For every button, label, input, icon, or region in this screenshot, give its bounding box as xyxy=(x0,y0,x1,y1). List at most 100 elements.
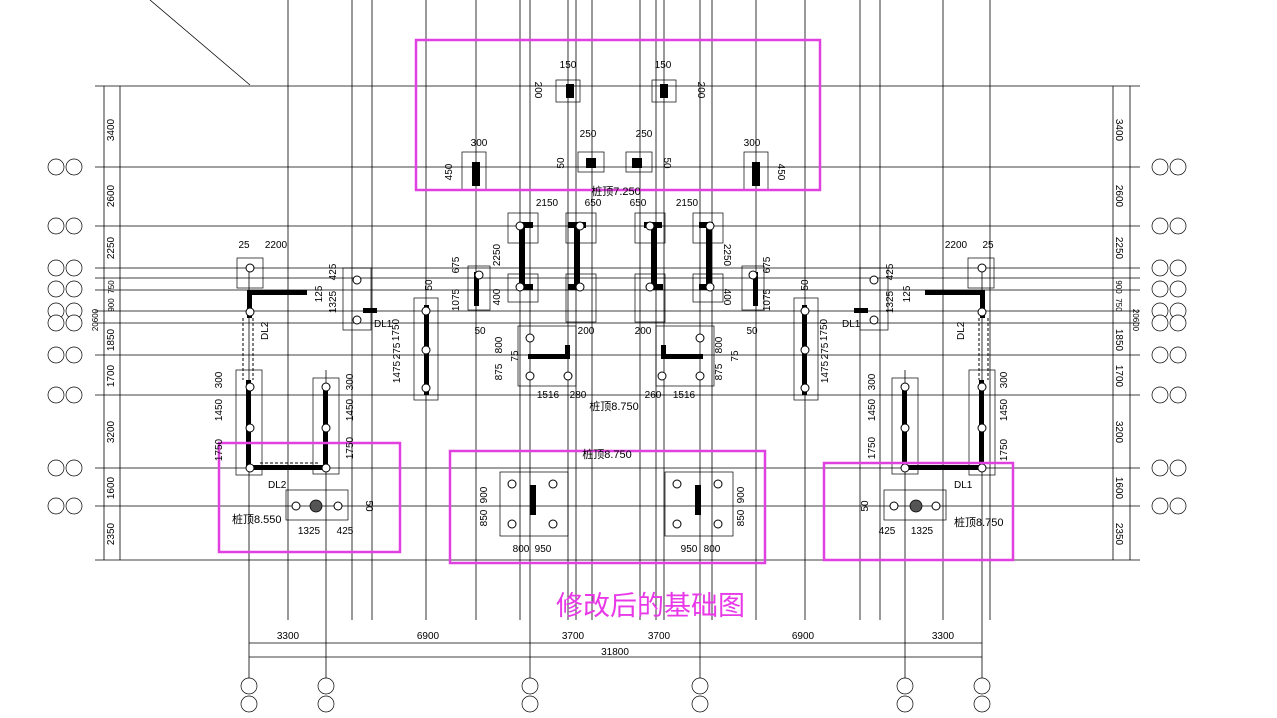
dim-top-300-left: 300 xyxy=(471,138,488,149)
beam-label-dl1-bottom: DL1 xyxy=(954,480,973,491)
dim-top-250-left: 250 xyxy=(580,129,597,140)
dim-900-right: 900 xyxy=(736,486,747,503)
dim-1750-lower-right: 1750 xyxy=(867,436,878,459)
dim-1516-left: 1516 xyxy=(537,390,560,401)
dim-1450-lower-mid: 1450 xyxy=(345,398,356,421)
dim-300-lower-left: 300 xyxy=(214,371,225,388)
dim-300-lower-right: 300 xyxy=(867,373,878,390)
dim-left-9: 2350 xyxy=(106,522,117,545)
beam-label-dl2-left: DL2 xyxy=(260,321,271,340)
dim-50-center-right: 50 xyxy=(746,326,758,337)
elevation-bottom-right: 桩顶8.750 xyxy=(954,515,1004,529)
dim-top-150-left: 150 xyxy=(560,60,577,71)
dim-275-right: 275 xyxy=(820,342,831,359)
dim-top-300-right: 300 xyxy=(744,138,761,149)
elevation-top: 桩顶7.250 xyxy=(591,184,641,198)
dim-425-bottom-left: 425 xyxy=(337,526,354,537)
dim-1750-left-v: 1750 xyxy=(391,318,402,341)
dim-75-left: 75 xyxy=(510,350,521,362)
beam-label-dl1-left: DL1 xyxy=(374,319,393,330)
highlight-box-top xyxy=(414,38,822,192)
dim-right-5: 1850 xyxy=(1113,329,1124,352)
beam-labels: DL1 DL1 DL2 DL2 DL2 DL1 xyxy=(260,319,973,491)
dim-left-total: 20600 xyxy=(91,308,100,331)
dim-top-250-right: 250 xyxy=(636,129,653,140)
dim-50-wing-left: 50 xyxy=(424,279,435,291)
dim-1750-lower-mid: 1750 xyxy=(345,436,356,459)
dim-top-450-left: 450 xyxy=(444,163,455,180)
elevation-bottom-left: 桩顶8.550 xyxy=(232,512,282,526)
dim-right-2: 2250 xyxy=(1113,237,1124,260)
dim-850-left: 850 xyxy=(479,509,490,526)
dim-675-right: 675 xyxy=(762,256,773,273)
dim-800-left: 800 xyxy=(494,336,505,353)
bottom-dimension-text: 3300 6900 3700 3700 6900 3300 31800 xyxy=(277,631,955,658)
dim-50-bottom-left: 50 xyxy=(363,500,374,512)
dim-50-center-left: 50 xyxy=(474,326,486,337)
dim-left-3: 750 xyxy=(107,280,116,294)
dim-top-150-right: 150 xyxy=(655,60,672,71)
dim-1450-lower-left: 1450 xyxy=(214,398,225,421)
dim-right-4: 750 xyxy=(1114,298,1123,312)
dim-425-bottom-right: 425 xyxy=(879,526,896,537)
dim-right-7: 3200 xyxy=(1113,421,1124,444)
left-axis-bubbles xyxy=(47,158,83,515)
dim-1750-lower-far-right: 1750 xyxy=(999,438,1010,461)
dim-675-left: 675 xyxy=(451,256,462,273)
dim-125-right: 125 xyxy=(902,285,913,302)
dim-650-right: 650 xyxy=(630,198,647,209)
dim-1325-bottom-left: 1325 xyxy=(298,526,321,537)
dim-1450-lower-far-right: 1450 xyxy=(999,398,1010,421)
dim-650-left: 650 xyxy=(585,198,602,209)
highlight-box-center xyxy=(448,449,767,565)
dim-bottom-total: 31800 xyxy=(601,647,629,658)
dim-1325-bottom-right: 1325 xyxy=(911,526,934,537)
dim-left-5: 1850 xyxy=(106,328,117,351)
dim-top-450-right: 450 xyxy=(775,164,786,181)
dim-1075-left: 1075 xyxy=(451,288,462,311)
center-dimension-text: 2150 650 650 2150 2250 2250 400 400 1075… xyxy=(451,198,773,413)
dim-2250-left: 2250 xyxy=(492,243,503,266)
dim-right-total: 20600 xyxy=(1131,309,1140,332)
dim-2200-right: 2200 xyxy=(945,240,968,251)
dim-875-right: 875 xyxy=(714,363,725,380)
highlight-box-right xyxy=(822,461,1015,562)
dim-top-50-right: 50 xyxy=(661,157,672,169)
dim-1075-right: 1075 xyxy=(762,288,773,311)
dim-right-1: 2600 xyxy=(1113,185,1124,208)
dim-425-right: 425 xyxy=(885,263,896,280)
dim-75-right: 75 xyxy=(730,350,741,362)
dim-25-right: 25 xyxy=(982,240,994,251)
dim-275-left: 275 xyxy=(392,342,403,359)
dim-bottom-2: 3700 xyxy=(562,631,585,642)
solid-piles xyxy=(309,499,923,513)
dim-1750-lower-left: 1750 xyxy=(214,438,225,461)
dim-top-200-left: 200 xyxy=(532,82,543,99)
dim-300-lower-mid: 300 xyxy=(345,373,356,390)
dim-left-0: 3400 xyxy=(106,118,117,141)
right-dimension-text: 3400 2600 2250 900 750 1850 1700 3200 16… xyxy=(1113,119,1140,546)
dim-left-7: 3200 xyxy=(106,420,117,443)
dim-400-right: 400 xyxy=(721,289,732,306)
dim-right-9: 2350 xyxy=(1113,523,1124,546)
dim-2150-right: 2150 xyxy=(676,198,699,209)
beam-label-dl2-right: DL2 xyxy=(956,321,967,340)
piles xyxy=(245,221,987,529)
beam-label-dl1-right: DL1 xyxy=(842,319,861,330)
grid-lines xyxy=(95,0,1140,690)
dim-1516-right: 1516 xyxy=(673,390,696,401)
dim-425-left: 425 xyxy=(328,263,339,280)
dim-left-4: 900 xyxy=(107,298,116,312)
dim-950-bottom-left: 950 xyxy=(535,544,552,555)
dim-bottom-0: 3300 xyxy=(277,631,300,642)
dim-200-right: 200 xyxy=(635,326,652,337)
dim-bottom-3: 3700 xyxy=(648,631,671,642)
dim-1325-right-v: 1325 xyxy=(885,290,896,313)
dim-850-right: 850 xyxy=(736,509,747,526)
dim-2250-right: 2250 xyxy=(721,244,732,267)
elevation-bottom-center: 桩顶8.750 xyxy=(582,447,632,461)
left-wing-dimension-text: 25 2200 25 2200 425 425 125 125 1325 132… xyxy=(214,240,1010,537)
dim-280: 280 xyxy=(570,390,587,401)
dim-top-50-left: 50 xyxy=(556,157,567,169)
dim-right-3: 900 xyxy=(1114,280,1123,294)
